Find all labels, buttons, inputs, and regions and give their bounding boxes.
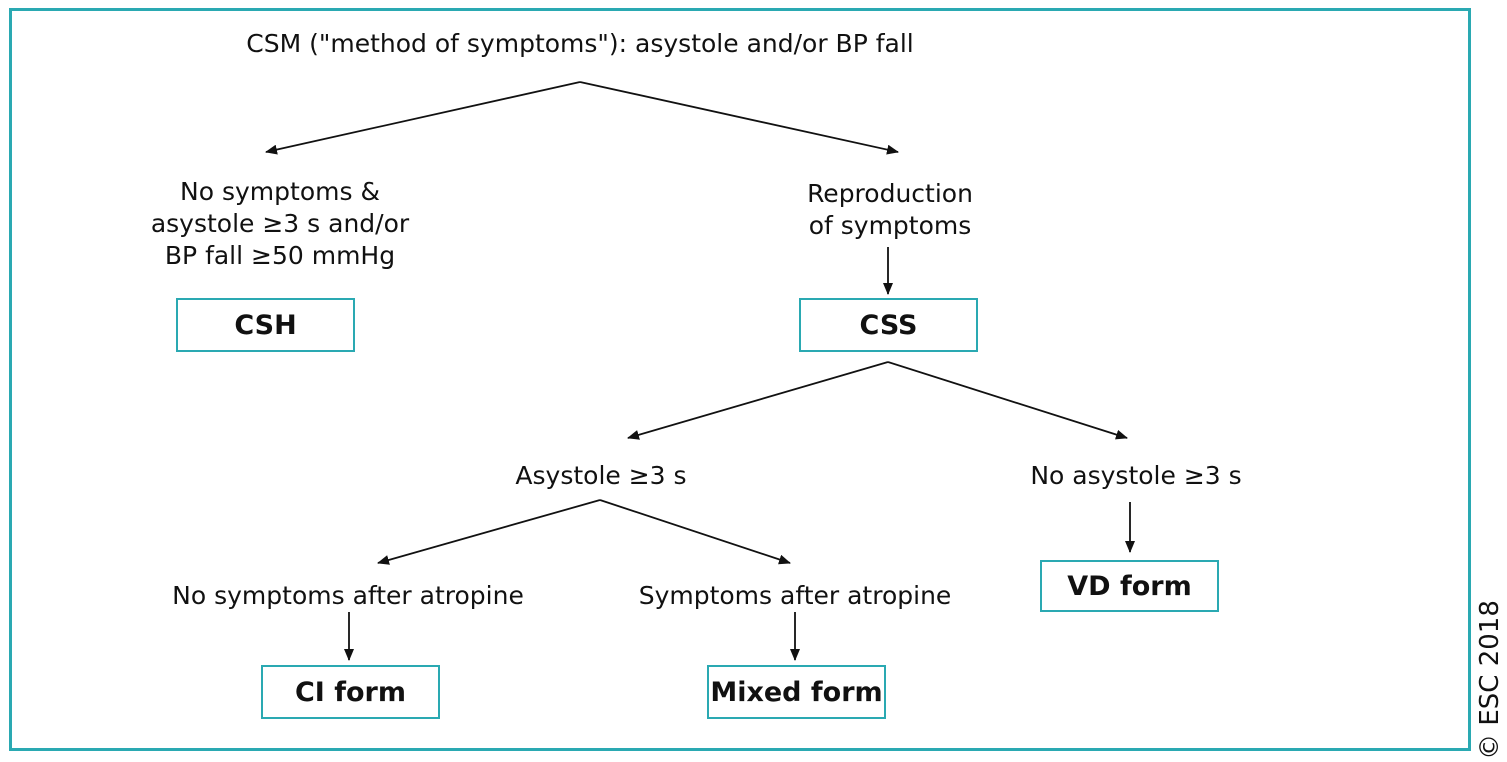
arrow-css-to-asystole — [627, 361, 889, 440]
arrow-asystole-to-no-symptoms — [377, 499, 601, 565]
left-condition: No symptoms & asystole ≥3 s and/or BP fa… — [151, 176, 409, 272]
left-condition-line-3: BP fall ≥50 mmHg — [164, 241, 396, 270]
left-condition-line-1: No symptoms & — [180, 177, 380, 206]
ci-form-box: CI form — [261, 665, 440, 719]
diagram-frame — [9, 8, 1471, 751]
arrow-root-to-left — [265, 81, 581, 155]
csh-box: CSH — [176, 298, 355, 352]
asystole-label: Asystole ≥3 s — [515, 461, 687, 490]
css-box: CSS — [799, 298, 978, 352]
vd-form-box: VD form — [1040, 560, 1219, 612]
right-condition-line-2: of symptoms — [808, 211, 972, 240]
arrow-root-to-right — [579, 81, 899, 155]
right-condition: Reproduction of symptoms — [807, 178, 973, 242]
right-condition-line-1: Reproduction — [807, 179, 973, 208]
root-title: CSM ("method of symptoms"): asystole and… — [246, 29, 914, 58]
left-condition-line-2: asystole ≥3 s and/or — [150, 209, 410, 238]
copyright-notice: © ESC 2018 — [1475, 600, 1505, 760]
arrow-css-to-no-asystole — [887, 361, 1128, 440]
no-asystole-label: No asystole ≥3 s — [1030, 461, 1242, 490]
arrow-asystole-to-symptoms — [599, 499, 791, 565]
no-symptoms-atropine-label: No symptoms after atropine — [172, 581, 524, 610]
mixed-form-box: Mixed form — [707, 665, 886, 719]
symptoms-atropine-label: Symptoms after atropine — [638, 581, 952, 610]
